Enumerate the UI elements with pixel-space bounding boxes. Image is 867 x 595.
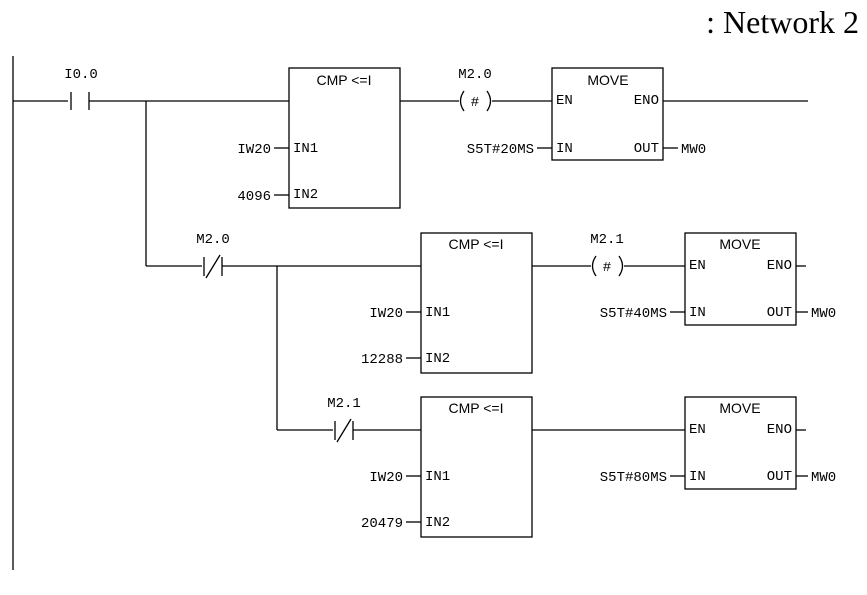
coil-label: M2.1 [590,232,624,248]
pin-in2-label: IN2 [293,187,318,203]
block-title: MOVE [587,72,628,88]
coil-symbol: # [603,260,611,276]
block-title: MOVE [719,236,760,252]
move-block-3[interactable]: MOVE EN ENO IN OUT [684,396,797,490]
contact-m2-1-nc[interactable]: M2.1 [327,396,361,443]
pin-out: OUT [634,141,659,157]
compare-block-2[interactable]: CMP <=I IN1 IN2 [420,232,533,374]
in1-operand: IW20 [369,470,403,486]
in2-operand: 4096 [237,189,271,205]
in2-operand: 12288 [361,352,403,368]
contact-label: I0.0 [64,67,98,83]
in2-operand: 20479 [361,516,403,532]
coil-m2-1[interactable]: # M2.1 [590,232,624,277]
block-title: CMP <=I [449,236,504,252]
in1-operand: IW20 [369,306,403,322]
pin-in2-label: IN2 [425,515,450,531]
pin-in1-label: IN1 [425,469,450,485]
pin-in: IN [689,469,706,485]
pin-out: OUT [767,469,792,485]
move-in-operand: S5T#20MS [467,142,534,158]
pin-in1-label: IN1 [293,141,318,157]
compare-block-1[interactable]: CMP <=I IN1 IN2 [288,67,401,209]
coil-m2-0[interactable]: # M2.0 [458,67,492,112]
block-title: CMP <=I [317,72,372,88]
move-block-1[interactable]: MOVE EN ENO IN OUT [551,67,664,161]
move-out-operand: MW0 [811,470,836,486]
pin-en: EN [689,258,706,274]
contact-m2-0-nc[interactable]: M2.0 [196,232,230,279]
block-title: CMP <=I [449,400,504,416]
coil-label: M2.0 [458,67,492,83]
pin-en: EN [556,93,573,109]
in1-operand: IW20 [237,142,271,158]
pin-eno: ENO [767,258,792,274]
pin-in1-label: IN1 [425,305,450,321]
pin-eno: ENO [634,93,659,109]
move-in-operand: S5T#40MS [600,306,667,322]
pin-en: EN [689,422,706,438]
block-title: MOVE [719,400,760,416]
coil-symbol: # [471,95,479,111]
pin-in: IN [689,305,706,321]
move-out-operand: MW0 [811,306,836,322]
pin-in2-label: IN2 [425,351,450,367]
pin-out: OUT [767,305,792,321]
compare-block-3[interactable]: CMP <=I IN1 IN2 [420,396,533,538]
contact-label: M2.0 [196,232,230,248]
pin-eno: ENO [767,422,792,438]
contact-i0-0[interactable]: I0.0 [64,67,98,110]
move-block-2[interactable]: MOVE EN ENO IN OUT [684,232,797,326]
contact-label: M2.1 [327,396,361,412]
move-in-operand: S5T#80MS [600,470,667,486]
network-title: : Network 2 [706,4,859,40]
move-out-operand: MW0 [681,142,706,158]
pin-in: IN [556,141,573,157]
